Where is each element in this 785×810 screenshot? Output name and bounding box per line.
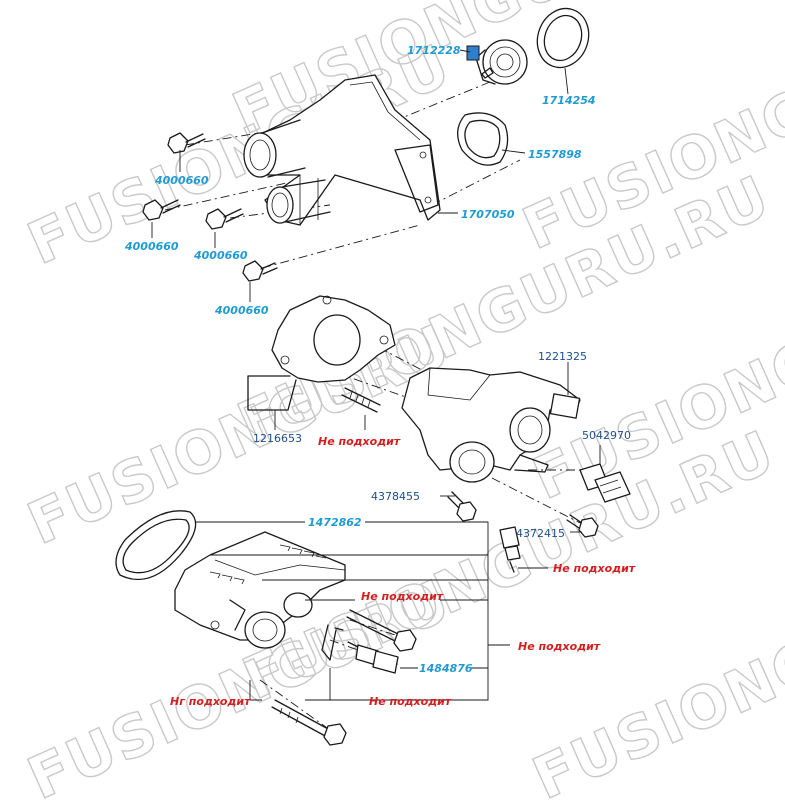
bolt-4000660 — [142, 199, 181, 221]
long-bolt-lower — [271, 699, 347, 746]
not-fit-label: Не подходит — [318, 435, 401, 448]
not-fit-label: Не подходит — [518, 640, 601, 653]
retaining-clip — [321, 624, 344, 661]
part-label-4000660: 4000660 — [154, 174, 209, 187]
bolt-4000660 — [242, 260, 278, 282]
temperature-sensor-5042970 — [579, 463, 631, 503]
part-label-4000660: 4000660 — [214, 304, 269, 317]
bolt-4000660 — [167, 132, 206, 154]
part-label-1714254: 1714254 — [542, 94, 596, 107]
part-label-1221325: 1221325 — [538, 350, 587, 363]
part-label-1216653: 1216653 — [253, 432, 302, 445]
part-label-1472862: 1472862 — [308, 516, 362, 529]
gasket-plate — [247, 295, 396, 411]
leader-lines — [151, 49, 601, 701]
part-label-1557898: 1557898 — [528, 148, 582, 161]
long-bolt — [346, 609, 417, 652]
part-label-4372415: 4372415 — [516, 527, 565, 540]
coolant-housing-body — [401, 367, 581, 483]
bolt-4000660 — [205, 208, 244, 230]
temperature-sensor-lower — [347, 641, 399, 674]
thermostat — [466, 39, 528, 85]
stud — [341, 387, 381, 413]
part-label-1712228: 1712228 — [407, 44, 461, 57]
not-fit-label: Не подходит — [553, 562, 636, 575]
thermostat-valve-icon — [466, 45, 480, 61]
not-fit-label: Не подходит — [361, 590, 444, 603]
part-label-4000660: 4000660 — [124, 240, 179, 253]
outlet-housing-upper — [243, 74, 441, 226]
sender-unit — [499, 526, 521, 573]
housing-gasket — [457, 112, 509, 166]
part-label-1484876: 1484876 — [419, 662, 473, 675]
part-label-4378455: 4378455 — [371, 490, 420, 503]
part-label-4000660: 4000660 — [193, 249, 248, 262]
watermark-text: FUSIONGURU — [523, 566, 785, 810]
part-label-1707050: 1707050 — [461, 208, 515, 221]
lower-gasket — [115, 510, 197, 581]
thermostat-seal — [536, 7, 590, 69]
bolt-4378455 — [447, 491, 477, 522]
labels: 1712228 1714254 1557898 1707050 4000660 … — [124, 44, 636, 708]
part-label-5042970: 5042970 — [582, 429, 631, 442]
not-fit-label: Не подходит — [369, 695, 452, 708]
bolt-4372415 — [566, 514, 599, 538]
not-fit-label: Нг подходит — [170, 695, 251, 708]
outlet-housing-lower — [174, 531, 346, 649]
